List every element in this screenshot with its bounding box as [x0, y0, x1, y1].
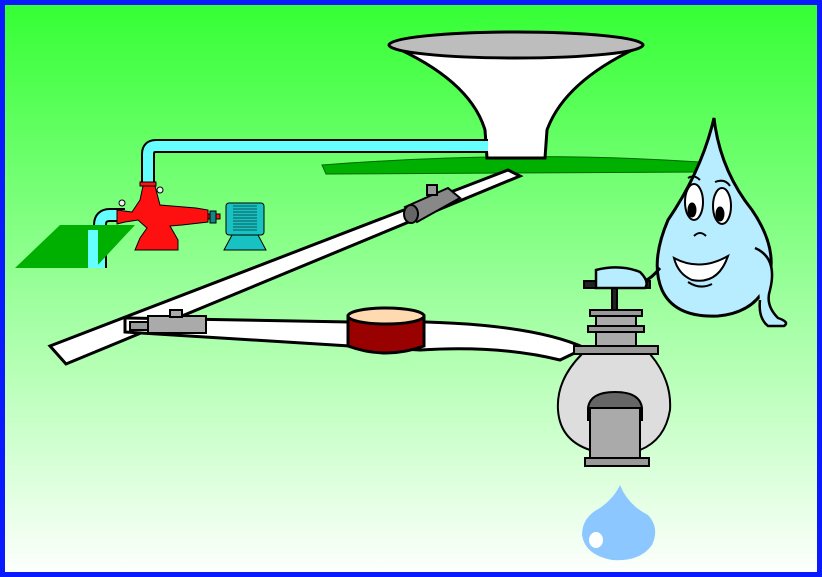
- intake-pit: [15, 225, 135, 268]
- electric-motor-icon: [223, 202, 267, 251]
- water-drop-character-icon: [594, 117, 788, 328]
- supply-pipe: [93, 139, 488, 268]
- pipe-fitting: [403, 184, 462, 224]
- centrifugal-pump-icon: [116, 181, 221, 251]
- branch-valve: [129, 309, 207, 334]
- water-drop-icon: [582, 485, 656, 561]
- pipe-coupling: [346, 306, 426, 355]
- water-faucet-icon: [556, 280, 672, 467]
- water-tower-icon: [387, 30, 645, 160]
